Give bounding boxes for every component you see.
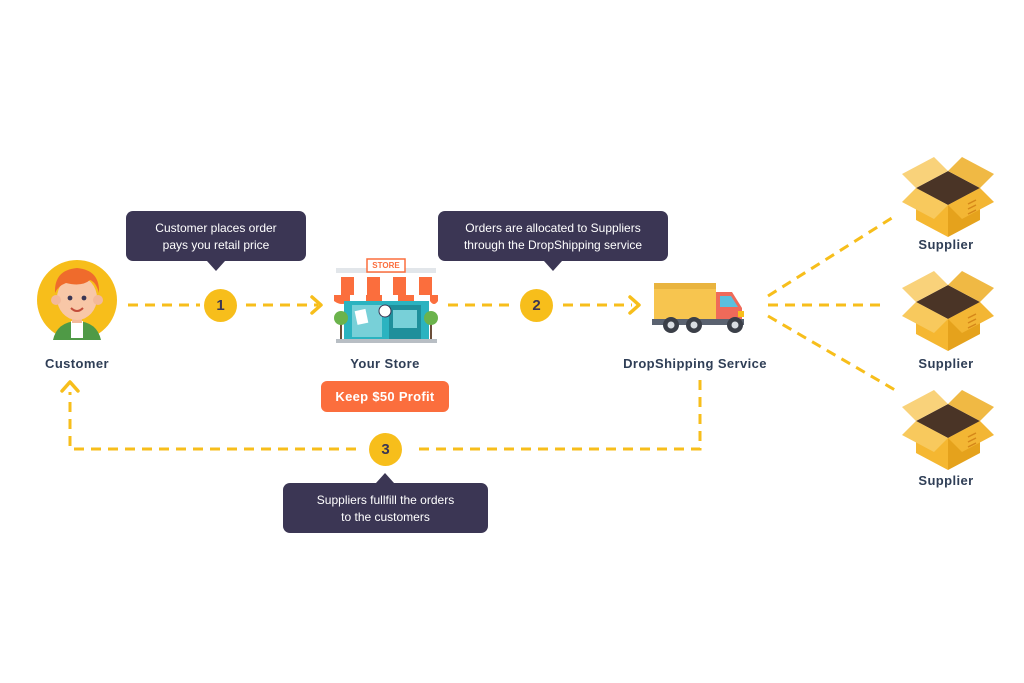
supplier-box-icon-2 [902,271,994,351]
dropshipping-service-label: DropShipping Service [623,356,767,371]
step-3-text-line-2: to the customers [341,510,430,524]
connector-truck-step3 [416,380,702,451]
connector-step3-customer [68,392,356,451]
store-icon [334,258,438,343]
delivery-truck-icon [652,283,744,333]
supplier-box-icon-3 [902,390,994,470]
customer-label: Customer [45,356,109,371]
arrowhead-to-truck [628,295,641,315]
store-sign: STORE [372,261,400,270]
step-3-badge: 3 [369,433,402,466]
arrowhead-to-customer [60,380,80,393]
arrowhead-to-store [310,295,323,315]
connector-truck-supplier-3 [767,314,896,392]
supplier-label-1: Supplier [918,237,974,252]
supplier-label-2: Supplier [918,356,974,371]
step-1-text-line-2: pays you retail price [162,238,270,252]
step-2-badge: 2 [520,289,553,322]
supplier-label-3: Supplier [918,473,974,488]
supplier-box-icon-1 [902,157,994,237]
customer-avatar-icon [37,260,117,340]
step-1-text-line-1: Customer places order [155,221,277,235]
step-3-bubble: Suppliers fullfill the orders to the cus… [283,473,488,533]
step-2-bubble: Orders are allocated to Suppliers throug… [438,211,668,271]
connector-lines [68,214,896,451]
step-2-text-line-2: through the DropShipping service [463,238,643,252]
step-1-badge: 1 [204,289,237,322]
profit-badge: Keep $50 Profit [321,381,449,412]
step-1-bubble: Customer places order pays you retail pr… [126,211,306,271]
store-label: Your Store [350,356,420,371]
step-3-text-line-1: Suppliers fullfill the orders [316,493,455,507]
connector-truck-supplier-1 [767,214,896,298]
step-2-text-line-1: Orders are allocated to Suppliers [465,221,641,235]
arrowheads [60,295,641,393]
